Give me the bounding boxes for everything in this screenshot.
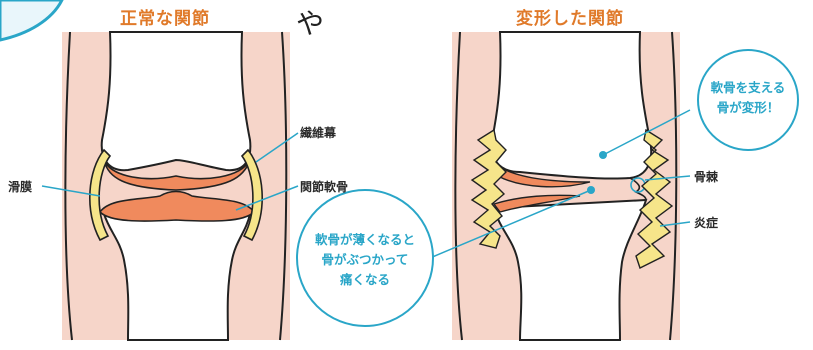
- deform-callout: 軟骨を支える 骨が変形！: [700, 78, 796, 118]
- deform-callout-line1: 軟骨を支える: [700, 78, 796, 98]
- normal-joint: [42, 32, 298, 340]
- normal-joint-title: 正常な関節: [120, 4, 210, 29]
- deformed-joint: [430, 32, 690, 340]
- corner-bubble: [0, 0, 62, 40]
- thin-callout-line1: 軟骨が薄くなると: [300, 230, 430, 250]
- deform-callout-line2: 骨が変形！: [700, 98, 796, 118]
- thin-callout: 軟骨が薄くなると 骨がぶつかって 痛くなる: [300, 230, 430, 290]
- normal-femur: [102, 32, 251, 170]
- deformed-joint-title: 変形した関節: [516, 4, 624, 29]
- connector-glyph: や: [296, 2, 324, 42]
- deformed-femur: [492, 32, 651, 179]
- thin-callout-line3: 痛くなる: [300, 270, 430, 290]
- thin-callout-line2: 骨がぶつかって: [300, 250, 430, 270]
- synovium-label: 滑膜: [8, 178, 32, 195]
- inflammation-label: 炎症: [694, 214, 718, 231]
- articular-cartilage-label: 関節軟骨: [300, 178, 348, 195]
- fibrous-membrane-label: 繊維幕: [300, 124, 336, 141]
- bone-spur-label: 骨棘: [694, 168, 718, 185]
